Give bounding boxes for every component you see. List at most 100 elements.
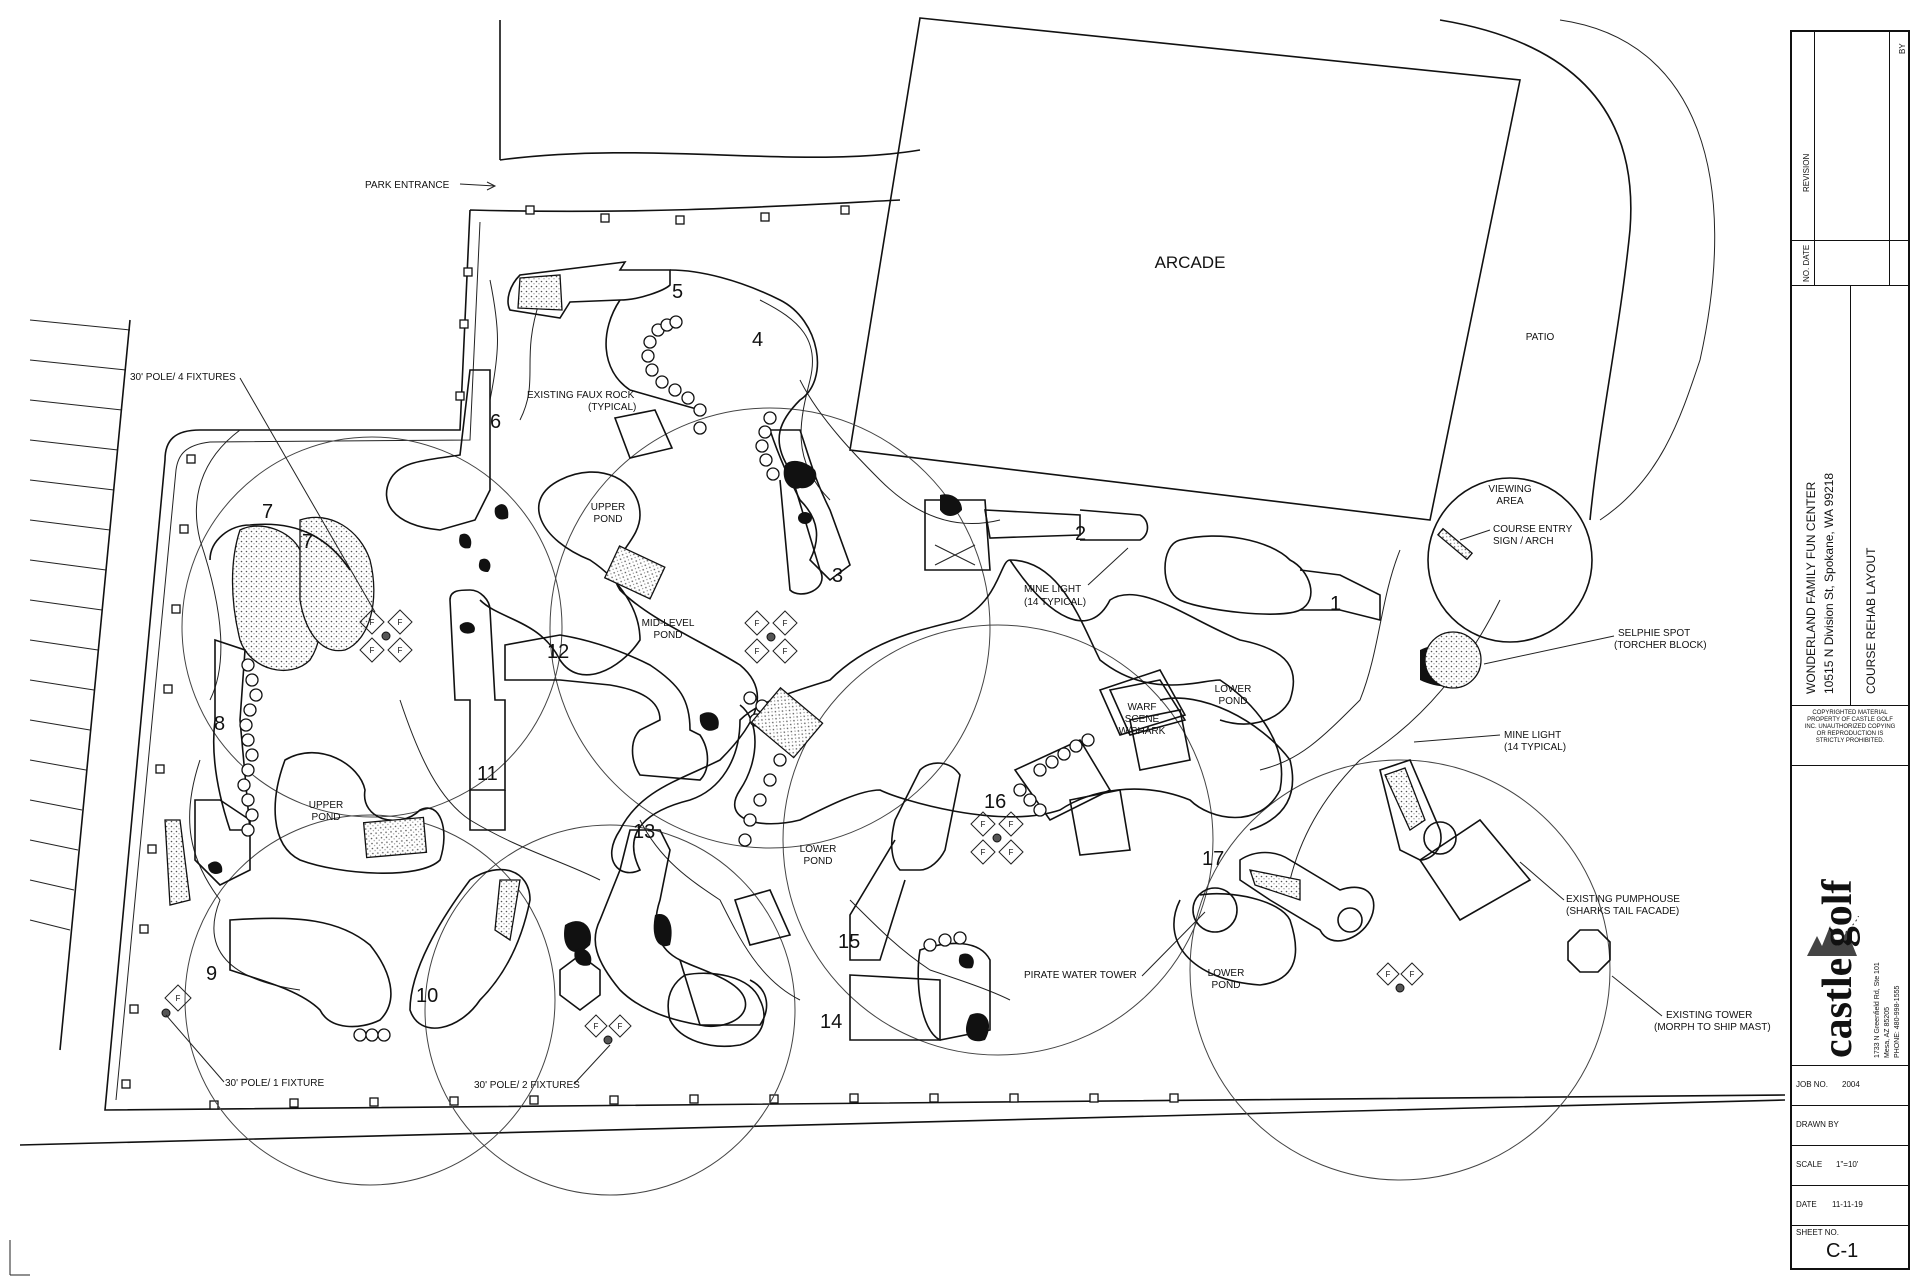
pole-4-label: 30' POLE/ 4 FIXTURES <box>130 372 236 383</box>
fixture-diamond <box>772 610 798 636</box>
viewing-area-label-b: AREA <box>1496 496 1524 507</box>
job-no-row: JOB NO. 2004 <box>1792 1066 1908 1106</box>
hole-number-5: 5 <box>672 281 683 303</box>
warf-label: WARF <box>1127 702 1156 713</box>
course-entry-label-b: SIGN / ARCH <box>1493 536 1554 547</box>
fence-posts <box>121 205 1179 1110</box>
pumphouse-label: EXISTING PUMPHOUSE <box>1566 894 1680 905</box>
upper-pond-label-1b: POND <box>594 514 623 525</box>
hole-number-9: 9 <box>206 963 217 985</box>
tower-label-b: (MORPH TO SHIP MAST) <box>1654 1022 1771 1033</box>
arcade-label: ARCADE <box>1155 253 1226 272</box>
mine-light-label: MINE LIGHT <box>1024 584 1081 595</box>
company-address-2: Mesa, AZ 85205 <box>1884 1007 1891 1058</box>
title-block: NO. DATE REVISION BY WONDERLAND FAMILY F… <box>1790 30 1910 1270</box>
hole-greens <box>164 260 1611 1048</box>
hole-number-10: 10 <box>416 985 438 1007</box>
date-header: NO. DATE <box>1802 244 1811 282</box>
warf-label-b: SCENE <box>1125 714 1160 725</box>
pole-1-label: 30' POLE/ 1 FIXTURE <box>225 1078 324 1089</box>
arcade-building <box>849 17 1521 521</box>
fixture-letter: F <box>755 647 760 656</box>
hole-number-7a: 7 <box>262 501 273 523</box>
light-pole-icon <box>1395 983 1405 993</box>
pole-2-label: 30' POLE/ 2 FIXTURES <box>474 1080 580 1091</box>
mine-light-label-2b: (14 TYPICAL) <box>1504 742 1566 753</box>
hole-number-16: 16 <box>984 791 1006 813</box>
course-entry-label: COURSE ENTRY <box>1493 524 1573 535</box>
mid-pond-label: MID-LEVEL <box>642 618 695 629</box>
hole-number-7b: 7 <box>302 531 313 553</box>
fixture-diamond <box>387 637 413 663</box>
faux-rock-label-b: (TYPICAL) <box>588 402 636 413</box>
hole-number-17: 17 <box>1202 848 1224 870</box>
fixture-letter: F <box>398 646 403 655</box>
fixture-diamond <box>970 839 996 865</box>
fixture-letter: F <box>783 647 788 656</box>
fixture-letter: F <box>981 848 986 857</box>
mine-light-label-2: MINE LIGHT <box>1504 730 1561 741</box>
hole-number-11: 11 <box>477 763 498 785</box>
fixture-letter: F <box>755 619 760 628</box>
project-address: 10515 N Division St, Spokane, WA 99218 <box>1822 472 1836 694</box>
copyright-note: COPYRIGHTED MATERIAL PROPERTY OF CASTLE … <box>1792 706 1908 766</box>
patio-label: PATIO <box>1526 332 1555 343</box>
castle-icon <box>1807 916 1859 956</box>
lower-pond-label-1b: POND <box>804 856 833 867</box>
fixture-letter: F <box>981 820 986 829</box>
faux-rock-cobbles <box>362 545 824 859</box>
fixture-letter: F <box>618 1022 623 1031</box>
fixture-diamond <box>608 1014 632 1038</box>
fixture-diamond <box>744 610 770 636</box>
fixture-diamond <box>584 1014 608 1038</box>
fixture-diamond <box>998 839 1024 865</box>
drawn-by-row: DRAWN BY <box>1792 1106 1908 1146</box>
company-address-1: 1733 N Greenfield Rd, Ste 101 <box>1874 962 1881 1058</box>
light-coverage-circles <box>181 407 1611 1196</box>
selphie-spot-block <box>1424 631 1482 689</box>
sheet-no-row: SHEET NO. C-1 <box>1796 1228 1859 1262</box>
fixture-letter: F <box>1386 970 1391 979</box>
hole-number-1: 1 <box>1330 593 1341 615</box>
light-pole-icon <box>381 631 391 641</box>
lower-pond-label-3: LOWER <box>1208 968 1245 979</box>
by-header: BY <box>1898 43 1907 54</box>
hole-number-2: 2 <box>1075 523 1086 545</box>
fixture-diamond <box>998 811 1024 837</box>
pirate-tower-label: PIRATE WATER TOWER <box>1024 970 1137 981</box>
selphie-label-b: (TORCHER BLOCK) <box>1614 640 1707 651</box>
hole-number-4: 4 <box>752 329 763 351</box>
faux-rock-label: EXISTING FAUX ROCK <box>527 390 635 401</box>
mid-pond-label-b: POND <box>654 630 683 641</box>
fixture-diamond <box>359 637 385 663</box>
pumphouse-label-b: (SHARKS TAIL FACADE) <box>1566 906 1679 917</box>
fixture-diamond <box>387 609 413 635</box>
fixture-letter: F <box>1009 848 1014 857</box>
fixture-letter: F <box>176 994 181 1003</box>
hole-number-14: 14 <box>820 1011 842 1033</box>
lower-pond-label-2: LOWER <box>1215 684 1252 695</box>
ponds <box>274 471 1297 986</box>
hole-numbers: 1 2 3 4 5 6 7 7 8 9 10 11 12 13 14 15 16… <box>206 281 1341 1033</box>
hole-number-3: 3 <box>832 565 843 587</box>
company-address-3: PHONE: 480-998-1555 <box>1894 985 1901 1058</box>
upper-pond-label-2: UPPER <box>309 800 343 811</box>
fixture-diamond <box>1400 962 1424 986</box>
warf-label-c: W/SHARK <box>1119 726 1166 737</box>
light-pole-icon <box>992 833 1002 843</box>
light-pole-icon <box>161 1008 171 1018</box>
fixture-letter: F <box>1009 820 1014 829</box>
upper-pond-label-1: UPPER <box>591 502 625 513</box>
hole-number-12: 12 <box>547 641 569 663</box>
fixture-letter: F <box>783 619 788 628</box>
upper-pond-label-2b: POND <box>312 812 341 823</box>
hole-number-13: 13 <box>633 821 655 843</box>
mine-light-label-b: (14 TYPICAL) <box>1024 597 1086 608</box>
light-pole-icon <box>766 632 776 642</box>
date-row: DATE 11-11-19 <box>1792 1186 1908 1226</box>
perimeter-fence <box>104 199 1786 1111</box>
company-logo-area: castle golf 1733 N Greenfield Rd, Ste 10… <box>1792 766 1908 1066</box>
project-name: WONDERLAND FAMILY FUN CENTER <box>1804 481 1818 694</box>
